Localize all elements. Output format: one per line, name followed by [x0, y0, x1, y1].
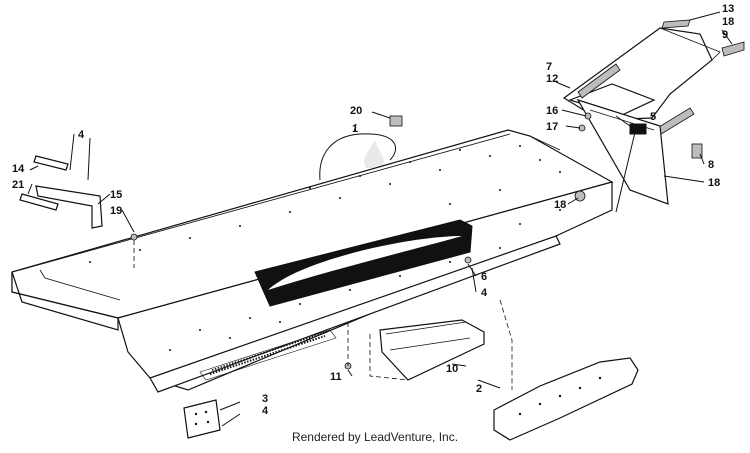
tunnel-rivets — [89, 145, 561, 351]
callout-4b: 4 — [262, 405, 269, 417]
rivet-6 — [464, 256, 472, 264]
callout-3: 3 — [262, 393, 268, 405]
bracket-clip-5 — [629, 123, 647, 135]
fastener-8 — [691, 143, 703, 159]
tunnel-part — [11, 129, 614, 393]
bumper-decal-9 — [721, 41, 745, 57]
callout-9: 9 — [722, 29, 728, 41]
callout-8: 8 — [708, 159, 714, 171]
strip-14 — [33, 155, 69, 171]
bolt-18-hub — [574, 190, 586, 202]
bumper-decal-13 — [661, 19, 691, 29]
step-plate — [379, 319, 485, 381]
callout-1: 1 — [352, 123, 358, 135]
side-bracket-15 — [35, 185, 103, 229]
reinforcement-bracket — [493, 357, 639, 441]
callout-12: 12 — [546, 73, 558, 85]
callout-14: 14 — [12, 163, 25, 175]
callout-11: 11 — [330, 371, 342, 383]
callout-10: 10 — [446, 363, 458, 375]
decal-tag-20 — [389, 115, 403, 127]
callout-18a: 18 — [722, 16, 734, 28]
callout-13: 13 — [722, 3, 734, 15]
callout-20: 20 — [350, 105, 362, 117]
bolt-19 — [130, 233, 138, 241]
callout-21: 21 — [12, 179, 24, 191]
callout-19: 19 — [110, 205, 122, 217]
callout-4c: 4 — [481, 287, 488, 299]
callout-2: 2 — [476, 383, 482, 395]
callout-17: 17 — [546, 121, 558, 133]
callout-5: 5 — [650, 111, 656, 123]
callout-7: 7 — [546, 61, 552, 73]
callout-4a: 4 — [78, 129, 85, 141]
callout-15: 15 — [110, 189, 122, 201]
callout-16: 16 — [546, 105, 558, 117]
plate-3 — [183, 399, 221, 439]
callout-labels: 1 2 3 4 4 4 5 6 7 8 9 10 11 12 13 14 15 … — [12, 3, 734, 417]
callout-6: 6 — [481, 271, 487, 283]
strip-21 — [19, 193, 59, 211]
running-board-tread — [199, 329, 337, 381]
callout-18b: 18 — [708, 177, 720, 189]
callout-18c: 18 — [554, 199, 566, 211]
render-credit: Rendered by LeadVenture, Inc. — [291, 430, 459, 444]
leader-lines — [27, 11, 733, 427]
